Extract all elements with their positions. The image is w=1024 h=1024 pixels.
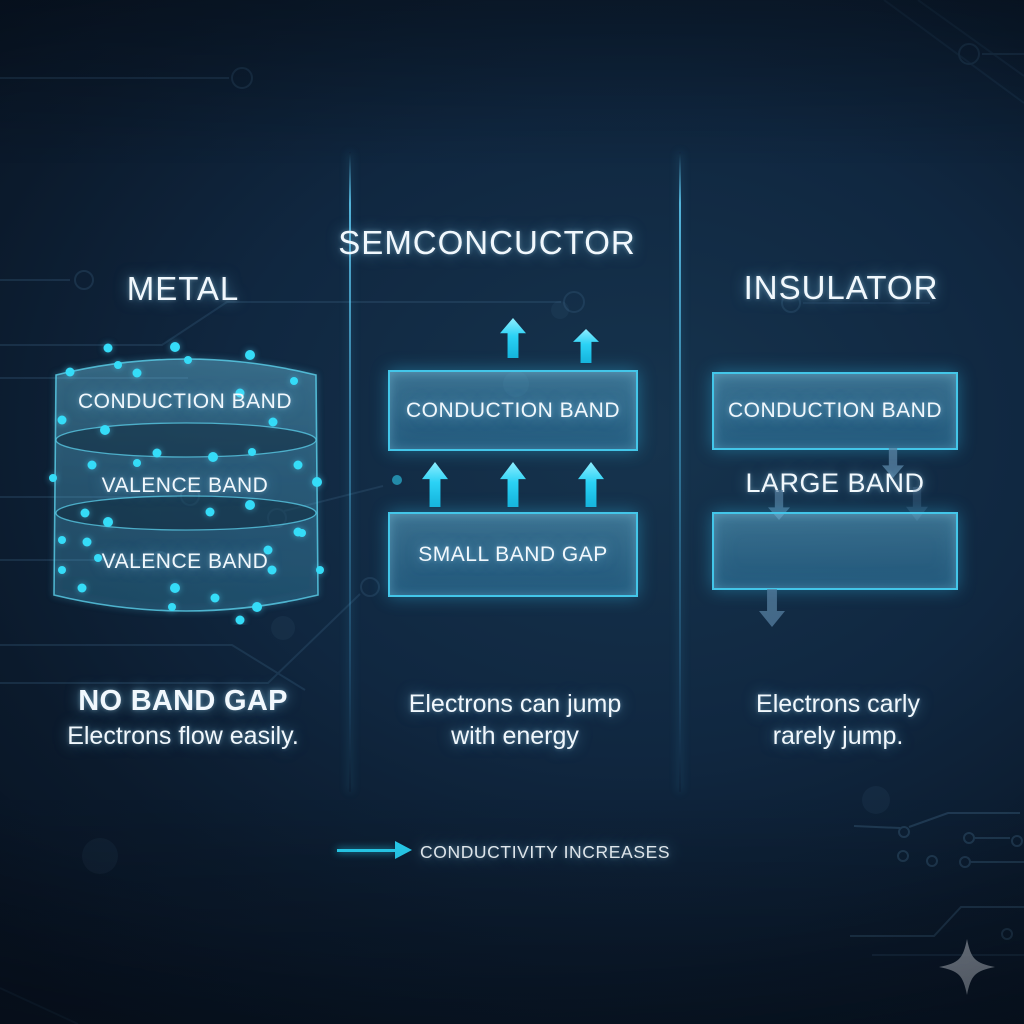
band-separator xyxy=(55,422,317,458)
insulator-conduction-band-box: CONDUCTION BAND xyxy=(712,372,958,450)
semiconductor-caption-line-2: with energy xyxy=(451,722,579,750)
column-divider-right xyxy=(679,152,681,792)
band-separator xyxy=(55,495,317,531)
semiconductor-caption-line-1: Electrons can jump xyxy=(408,690,622,718)
small-band-gap-label: SMALL BAND GAP xyxy=(418,542,608,566)
sparkle-watermark-icon xyxy=(939,939,995,995)
insulator-caption-line-2: rarely jump. xyxy=(772,722,904,750)
semiconductor-conduction-band-label: CONDUCTION BAND xyxy=(405,398,620,422)
insulator-conduction-band-label: CONDUCTION BAND xyxy=(727,399,942,422)
conductivity-label: CONDUCTIVITY INCREASES xyxy=(420,842,671,862)
metal-caption-heading: NO BAND GAP xyxy=(78,685,288,717)
metal-title: METAL xyxy=(126,270,240,307)
metal-caption: NO BAND GAP Electrons flow easily. xyxy=(33,685,333,751)
insulator-title: INSULATOR xyxy=(743,269,939,306)
semiconductor-conduction-band-box: CONDUCTION BAND xyxy=(388,370,638,451)
insulator-band-gap-box xyxy=(712,512,958,590)
semiconductor-title: SEMCONCUCTOR xyxy=(338,224,636,261)
small-band-gap-box: SMALL BAND GAP xyxy=(388,512,638,597)
metal-valence-band-label-1: VALENCE BAND xyxy=(101,474,269,497)
insulator-caption-line-1: Electrons carly xyxy=(756,690,920,718)
metal-valence-band-label-2: VALENCE BAND xyxy=(101,550,269,573)
conductivity-arrow-icon xyxy=(337,849,396,852)
metal-caption-line: Electrons flow easily. xyxy=(67,722,299,750)
metal-conduction-band-label: CONDUCTION BAND xyxy=(77,390,292,413)
